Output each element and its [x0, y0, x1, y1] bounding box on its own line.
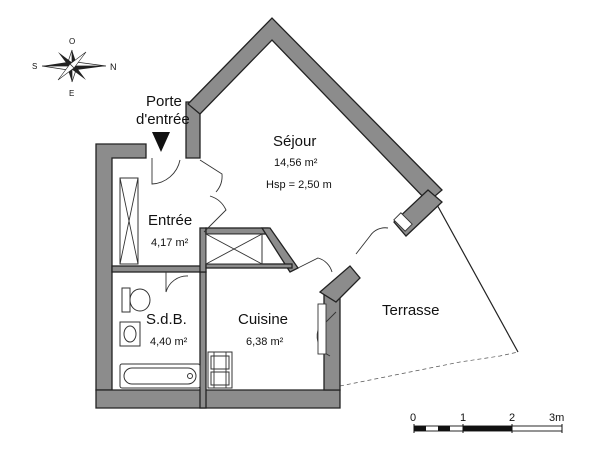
scale-tick-1: 1	[460, 412, 466, 424]
windows	[317, 212, 413, 355]
entrance-door	[151, 158, 181, 185]
entree-area: 4,17 m²	[151, 237, 189, 249]
bathroom-door	[165, 272, 189, 293]
scale-tick-0: 0	[410, 412, 416, 424]
compass-south: S	[32, 62, 37, 71]
sink-icon	[119, 321, 141, 347]
sdb-name: S.d.B.	[146, 311, 187, 328]
kitchen-sink-icon	[207, 351, 233, 389]
sejour-double-door	[199, 159, 227, 233]
cuisine-area: 6,38 m²	[246, 336, 284, 348]
storage-box	[205, 233, 263, 265]
bathroom-fixtures	[119, 287, 201, 389]
compass-north: N	[110, 62, 117, 72]
entrance-label: Porte d'entrée	[136, 93, 190, 152]
scale-tick-2: 2	[509, 412, 515, 424]
compass-east: E	[69, 89, 74, 98]
terrace	[339, 191, 519, 387]
toilet-icon	[121, 287, 151, 313]
arrow-down-icon	[152, 132, 170, 152]
entrance-line1: Porte	[146, 93, 182, 110]
cuisine-name: Cuisine	[238, 311, 288, 328]
scale-tick-3: 3m	[549, 412, 564, 424]
kitchen-door	[297, 257, 333, 273]
scale-bar: 0 1 2 3m	[410, 412, 564, 433]
sdb-area: 4,40 m²	[150, 336, 188, 348]
closet	[119, 177, 139, 265]
terrasse-name: Terrasse	[382, 302, 440, 319]
entree-name: Entrée	[148, 212, 192, 229]
compass: O S N E	[32, 37, 117, 98]
sejour-height: Hsp = 2,50 m	[266, 179, 332, 191]
sejour-name: Séjour	[273, 133, 316, 150]
sejour-area: 14,56 m²	[274, 157, 318, 169]
bathtub-icon	[119, 363, 201, 389]
interior-walls	[111, 227, 299, 409]
compass-west: O	[69, 37, 75, 46]
entrance-line2: d'entrée	[136, 111, 190, 128]
